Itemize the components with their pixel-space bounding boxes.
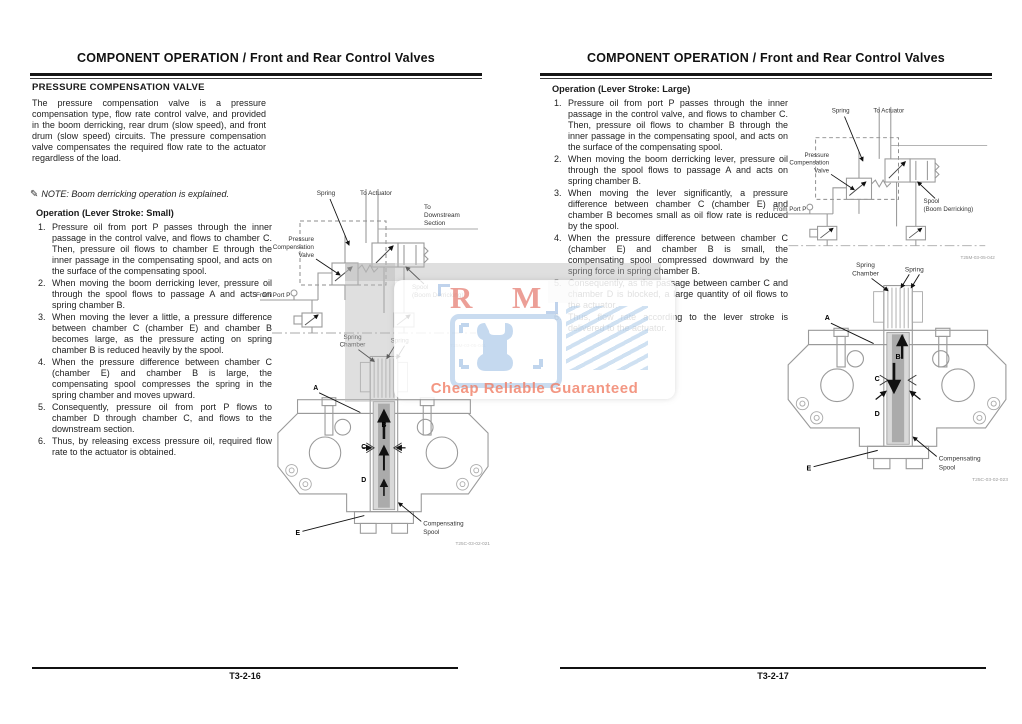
watermark-tagline: Cheap Reliable Guaranteed <box>430 380 639 397</box>
list-item: 2.When moving the boom derricking lever,… <box>554 154 788 186</box>
section-title: PRESSURE COMPENSATION VALVE <box>32 82 205 93</box>
svg-text:Downstream: Downstream <box>424 212 460 219</box>
intro-paragraph: The pressure compensation valve is a pre… <box>32 98 266 163</box>
letter-d: D <box>875 410 880 418</box>
operation-steps: 1.Pressure oil from port P passes throug… <box>38 222 272 459</box>
letter-a: A <box>313 385 318 392</box>
svg-text:Spool: Spool <box>423 529 439 536</box>
list-item: 3.When moving the lever significantly, a… <box>554 188 788 231</box>
list-item: 4.When the pressure difference between c… <box>38 357 272 400</box>
svg-text:Chamber: Chamber <box>340 342 366 349</box>
diagram-code: T25C-03-02-021 <box>455 541 490 546</box>
label-compensating-spool: Compensating <box>939 456 981 463</box>
list-item: 5.Consequently, pressure oil from port P… <box>38 402 272 434</box>
valve-cross-section-diagram: A B C D E Spring Chamber Spring Compensa… <box>277 334 490 546</box>
bracket-mark <box>546 302 558 314</box>
label-spool: Spool <box>924 198 940 205</box>
label-to-actuator: To Actuator <box>873 108 904 115</box>
diagram-code: T25M-03-05-042 <box>961 255 996 260</box>
page-header: COMPONENT OPERATION / Front and Rear Con… <box>77 51 435 65</box>
label-compensating-spool: Compensating <box>423 520 464 527</box>
hydraulic-schematic-diagram: Spring To Actuator Pressure Compensation… <box>773 106 996 260</box>
letter-b: B <box>895 353 900 361</box>
watermark: R M Cheap Reliable Guaranteed <box>394 280 675 399</box>
label-downstream: To <box>424 204 431 211</box>
letter-e: E <box>806 465 811 473</box>
label-from-port-p: From Port P <box>773 206 806 213</box>
label-spring-chamber: Spring <box>856 262 875 269</box>
operation-title: Operation (Lever Stroke: Small) <box>36 208 174 218</box>
header-rule-thin <box>30 77 482 79</box>
label-from-port-p: From Port P <box>256 292 290 299</box>
letter-c: C <box>875 375 880 383</box>
stripes-decoration <box>566 306 648 370</box>
list-item: 2.When moving the boom derricking lever,… <box>38 278 272 310</box>
header-rule-thick <box>540 73 992 76</box>
footer-rule <box>560 667 986 669</box>
watermark-shadow <box>345 263 395 402</box>
svg-text:Valve: Valve <box>814 167 830 174</box>
list-item: 1.Pressure oil from port P passes throug… <box>554 98 788 152</box>
svg-text:Valve: Valve <box>298 252 314 259</box>
note-text: NOTE: Boom derricking operation is expla… <box>41 189 229 199</box>
letter-d: D <box>361 477 366 484</box>
svg-text:Spool: Spool <box>939 465 956 472</box>
label-to-actuator: To Actuator <box>360 190 393 197</box>
watermark-letter-m: M <box>512 280 542 315</box>
label-spring-chamber: Spring <box>343 334 362 341</box>
bracket-mark <box>438 284 450 296</box>
watermark-shadow <box>345 263 661 281</box>
page-number: T3-2-17 <box>757 671 789 681</box>
page-left: COMPONENT OPERATION / Front and Rear Con… <box>30 45 490 695</box>
footer-rule <box>32 667 458 669</box>
note-line: ✎NOTE: Boom derricking operation is expl… <box>30 189 280 200</box>
letter-e: E <box>296 530 301 537</box>
wrench-logo-icon <box>450 314 562 388</box>
label-pcv: Pressure <box>288 236 314 243</box>
header-rule-thin <box>540 77 992 79</box>
svg-text:Chamber: Chamber <box>852 270 880 277</box>
letter-b: B <box>381 422 386 429</box>
svg-text:(Boom Derricking): (Boom Derricking) <box>924 206 974 213</box>
label-spring: Spring <box>317 190 336 197</box>
page-number: T3-2-16 <box>229 671 261 681</box>
svg-text:Compensation: Compensation <box>273 244 315 251</box>
list-item: 1.Pressure oil from port P passes throug… <box>38 222 272 276</box>
letter-c: C <box>361 444 366 451</box>
label-spring: Spring <box>905 266 924 273</box>
diagram-code: T25C-03-02-023 <box>972 477 1008 483</box>
list-item: 6.Thus, by releasing excess pressure oil… <box>38 436 272 457</box>
note-pencil-icon: ✎ <box>30 189 39 200</box>
operation-title: Operation (Lever Stroke: Large) <box>552 84 691 94</box>
page-header: COMPONENT OPERATION / Front and Rear Con… <box>587 51 945 65</box>
valve-cross-section-diagram: A B C D E Spring Chamber Spring Compensa… <box>787 262 1008 483</box>
list-item: 4.When the pressure difference between c… <box>554 233 788 276</box>
label-pcv: Pressure <box>804 152 829 159</box>
label-spring: Spring <box>832 108 850 115</box>
svg-text:Compensation: Compensation <box>789 160 829 167</box>
header-rule-thick <box>30 73 482 76</box>
watermark-letter-r: R <box>450 280 473 315</box>
svg-text:Section: Section <box>424 220 446 227</box>
letter-a: A <box>825 314 830 322</box>
list-item: 3.When moving the lever a little, a pres… <box>38 312 272 355</box>
